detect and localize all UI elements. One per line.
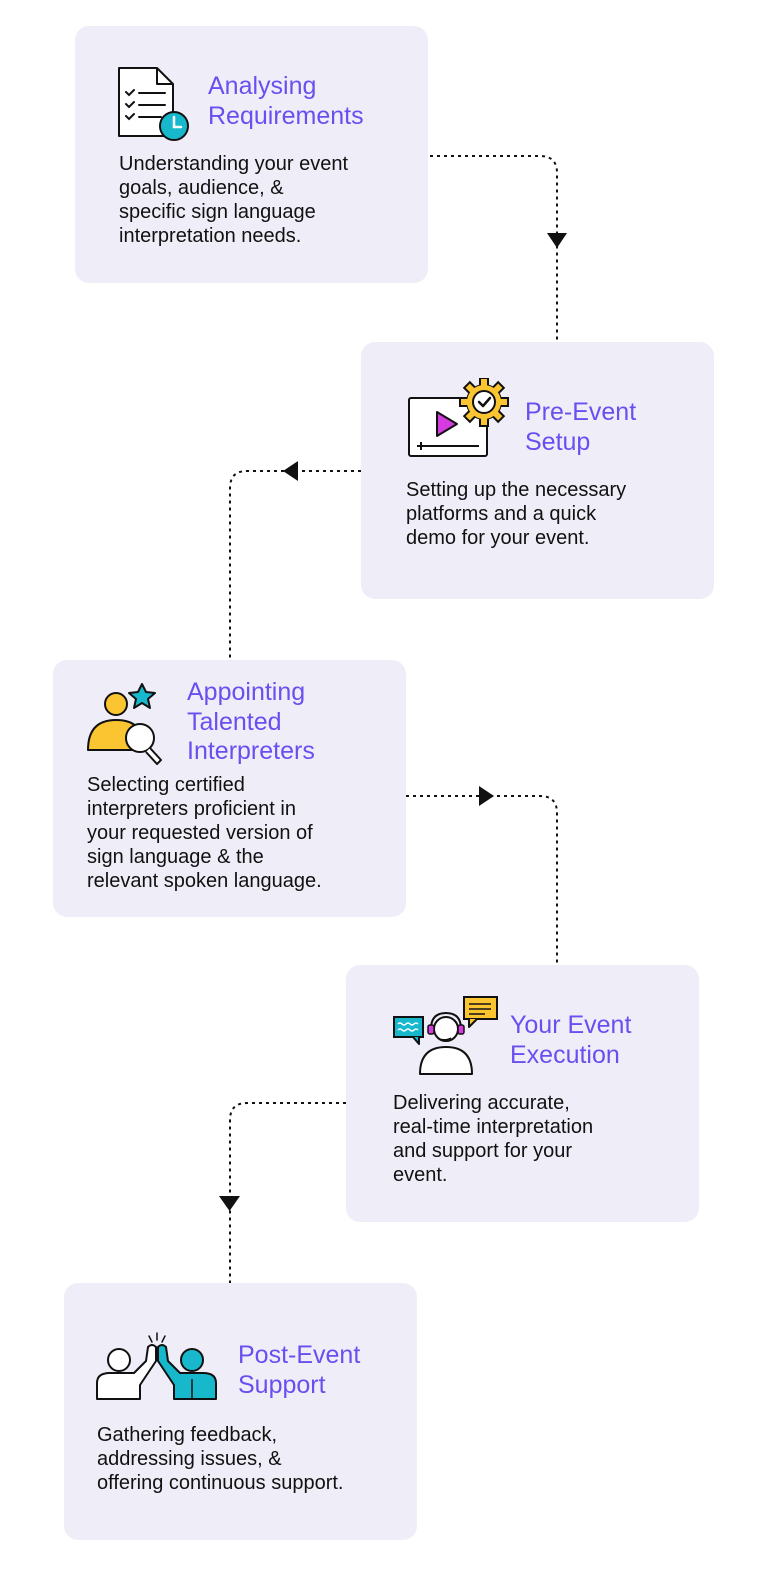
step-title: Appointing Talented Interpreters [187, 678, 315, 765]
step-description: Delivering accurate, real-time interpret… [393, 1092, 594, 1186]
step-description: Understanding your event goals, audience… [119, 153, 349, 247]
high-five-icon [96, 1332, 217, 1400]
step-title: Your Event Execution [510, 1011, 632, 1069]
step-card-event-execution: Your Event Execution Delivering accurate… [346, 965, 699, 1222]
connector-2-to-3 [229, 470, 361, 660]
step-title: Post-Event Support [238, 1341, 361, 1399]
step-card-post-event-support: Post-Event Support Gathering feedback, a… [64, 1283, 417, 1540]
step-card-pre-event-setup: Pre-Event Setup Setting up the necessary… [361, 342, 714, 599]
checklist-clock-icon [118, 67, 189, 141]
step-title: Analysing Requirements [208, 72, 364, 130]
arrow-down-1 [547, 233, 567, 248]
arrow-left-2 [283, 461, 298, 481]
step-description: Gathering feedback, addressing issues, &… [97, 1424, 344, 1494]
step-title: Pre-Event Setup [525, 398, 637, 456]
person-search-icon [87, 683, 162, 765]
connector-4-to-5 [229, 1102, 346, 1283]
step-description: Setting up the necessary platforms and a… [406, 479, 627, 549]
headset-chat-icon [393, 996, 498, 1075]
arrow-right-3 [479, 786, 494, 806]
step-card-analysing-requirements: Analysing Requirements Understanding you… [75, 26, 428, 283]
arrow-down-4 [219, 1196, 240, 1211]
video-gear-icon [408, 378, 509, 457]
connector-1-to-2 [430, 155, 558, 342]
step-card-appointing-interpreters: Appointing Talented Interpreters Selecti… [53, 660, 406, 917]
step-description: Selecting certified interpreters profici… [87, 774, 322, 892]
connector-3-to-4 [406, 795, 558, 965]
